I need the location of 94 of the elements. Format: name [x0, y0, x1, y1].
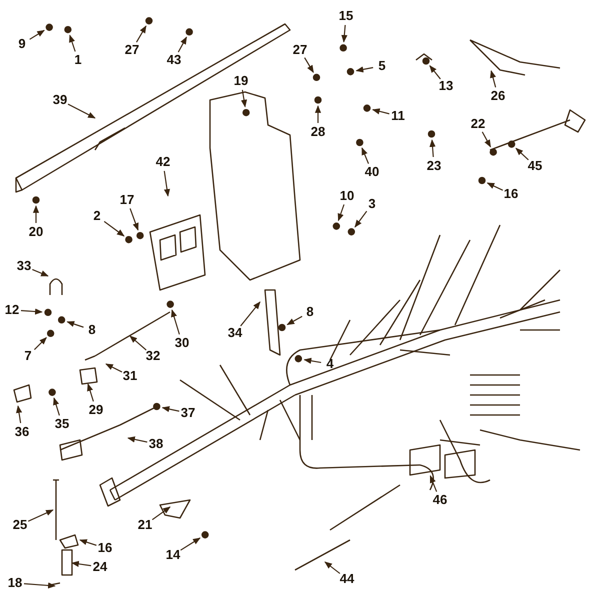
callout-number: 38: [148, 437, 164, 451]
callout-number: 12: [4, 303, 20, 317]
leader-line: [490, 70, 496, 88]
callout-number: 19: [234, 74, 248, 88]
callout-number: 21: [138, 518, 152, 532]
callout-number: 17: [120, 193, 134, 207]
leader-line: [354, 210, 368, 228]
callout-number: 16: [98, 541, 112, 555]
callout-number: 35: [54, 417, 70, 431]
leader-line: [127, 436, 148, 443]
callout-number: 3: [368, 197, 376, 211]
leader-line: [16, 405, 22, 424]
callout-number: 8: [88, 323, 96, 337]
leader-line: [20, 308, 43, 315]
callout-number: 39: [52, 93, 68, 107]
callout-number: 27: [292, 43, 308, 57]
leader-line: [130, 208, 139, 231]
leader-line: [240, 90, 248, 108]
callout-number: 45: [528, 159, 542, 173]
leader-line: [486, 182, 504, 191]
leader-line: [53, 397, 60, 416]
callout-number: 8: [306, 305, 314, 319]
leader-line: [105, 364, 122, 372]
callout-number: 9: [18, 37, 26, 51]
leader-line: [79, 539, 97, 546]
leader-line: [240, 301, 260, 326]
callout-number: 2: [93, 209, 101, 223]
leader-line: [136, 25, 146, 42]
callout-number: 42: [156, 155, 170, 169]
callout-number: 33: [16, 259, 32, 273]
leader-line: [171, 309, 180, 335]
leader-line: [338, 204, 345, 222]
leader-line: [66, 321, 84, 328]
callout-number: 27: [124, 43, 140, 57]
leader-line: [356, 66, 374, 72]
leader-line: [515, 148, 529, 160]
leader-line: [87, 383, 94, 402]
callout-number: 43: [166, 53, 182, 67]
callout-number: 23: [426, 159, 442, 173]
callout-number: 22: [470, 117, 486, 131]
callout-number: 7: [24, 349, 32, 363]
callout-number: 34: [228, 326, 242, 340]
leader-line: [104, 220, 125, 236]
leader-line: [324, 562, 340, 574]
callout-number: 13: [438, 79, 454, 93]
leader-line: [32, 269, 49, 276]
callout-number: 15: [338, 9, 354, 23]
callout-number: 36: [14, 425, 30, 439]
callout-number: 1: [74, 53, 82, 67]
callout-number: 29: [88, 403, 104, 417]
leader-line: [304, 57, 314, 73]
leader-line: [164, 170, 170, 197]
callout-number: 28: [310, 125, 326, 139]
leader-line: [129, 336, 147, 351]
callout-number: 25: [12, 518, 28, 532]
leader-line: [314, 105, 322, 123]
leader-line: [71, 560, 92, 568]
leader-line: [372, 108, 390, 114]
callout-number: 37: [180, 406, 196, 420]
callout-number: 30: [174, 336, 190, 350]
callout-number: 11: [391, 109, 405, 123]
leader-line: [69, 34, 76, 52]
callout-number: 31: [122, 369, 138, 383]
leader-line: [68, 104, 96, 118]
callout-number: 18: [8, 576, 22, 590]
leader-line: [180, 538, 201, 551]
callout-number: 44: [340, 572, 354, 586]
leader-line: [162, 406, 180, 412]
leader-line: [29, 30, 45, 40]
callout-number: 26: [490, 89, 506, 103]
leader-line: [429, 65, 441, 80]
callout-number: 14: [166, 548, 180, 562]
callout-number: 4: [326, 357, 334, 371]
leader-line: [24, 582, 56, 589]
callout-number: 10: [340, 189, 354, 203]
callout-number: 40: [364, 165, 380, 179]
leader-line: [362, 147, 369, 164]
leader-line: [286, 316, 302, 326]
leader-line: [34, 337, 47, 350]
callout-number: 16: [504, 187, 518, 201]
leader-line: [152, 506, 171, 520]
callout-number: 32: [146, 349, 160, 363]
leader-line: [429, 139, 436, 158]
leader-line: [178, 36, 187, 52]
leader-line: [482, 132, 491, 148]
leader-line: [341, 24, 348, 43]
callout-number: 46: [432, 493, 448, 507]
leader-line: [32, 205, 40, 223]
leader-line: [304, 358, 322, 364]
callout-number: 24: [92, 560, 108, 574]
callout-number: 20: [28, 225, 44, 239]
leader-line: [430, 475, 438, 492]
leader-line: [28, 510, 54, 522]
callout-number: 5: [378, 59, 386, 73]
